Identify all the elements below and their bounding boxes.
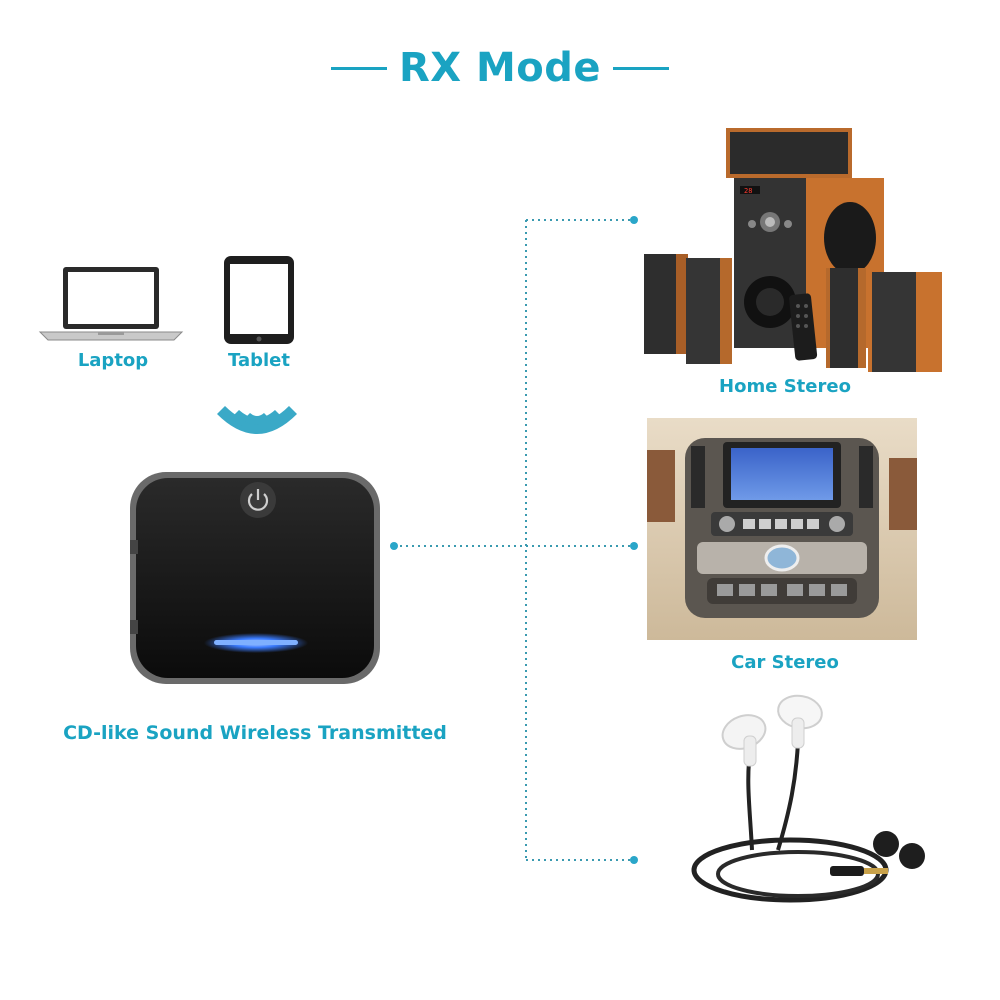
laptop-icon: [36, 262, 186, 344]
wireless-signal-icon: [212, 392, 302, 454]
title-line-right: [613, 66, 670, 70]
car-stereo-label: Car Stereo: [731, 652, 839, 673]
home-stereo-label: Home Stereo: [719, 376, 851, 397]
device-caption: CD-like Sound Wireless Transmitted: [63, 722, 447, 744]
bluetooth-receiver-device: [128, 470, 390, 688]
earphones-image: [680, 690, 940, 920]
title-bar: RX Mode: [0, 38, 1000, 98]
laptop-label: Laptop: [77, 350, 149, 371]
tablet-label: Tablet: [228, 350, 290, 371]
car-stereo-image: [647, 418, 917, 640]
title-line-left: [330, 66, 387, 70]
home-stereo-image: 28: [640, 126, 950, 376]
led-indicator: [196, 628, 316, 658]
svg-text:28: 28: [744, 187, 752, 195]
page-title: RX Mode: [398, 45, 602, 91]
power-icon: [238, 480, 278, 520]
tablet-icon: [222, 254, 296, 346]
